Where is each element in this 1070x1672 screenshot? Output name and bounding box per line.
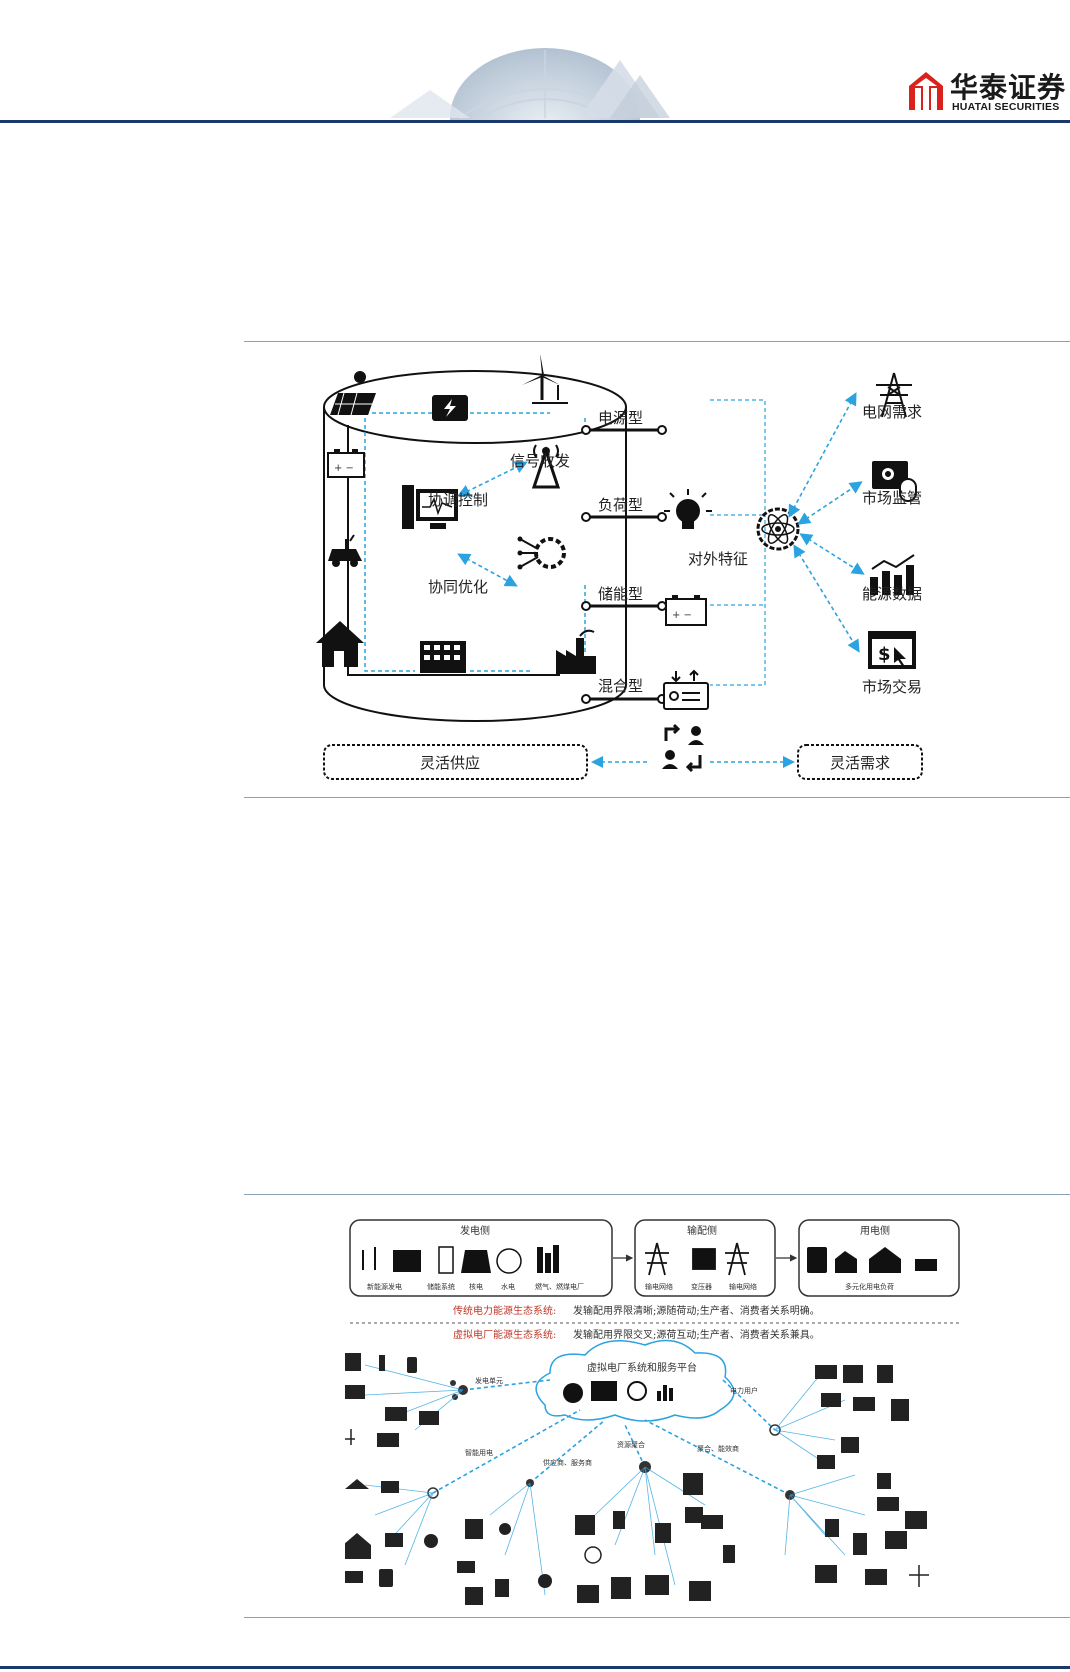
gen-item-0: 新能源发电: [367, 1282, 402, 1291]
battery-charge-icon: [432, 395, 468, 421]
atom-gear-icon: [756, 507, 800, 551]
link-aggregator: 聚合、能效商: [697, 1444, 739, 1453]
gen-item-4: 燃气、燃煤电厂: [535, 1282, 584, 1291]
type-hybrid: 混合型: [598, 677, 643, 695]
building-icon: [420, 641, 466, 673]
type-load: 负荷型: [598, 496, 643, 514]
link-smart-use: 智能用电: [465, 1448, 493, 1457]
header-rule: [0, 120, 1070, 123]
trans-item-0: 输电网络: [645, 1282, 673, 1291]
output-market-regulation: 市场监管: [862, 489, 922, 507]
signal-label: 信号收发: [510, 452, 570, 470]
brand-name-en: HUATAI SECURITIES: [952, 101, 1060, 113]
platform-icons: [563, 1381, 673, 1403]
figure2-bottom-rule: [244, 1617, 1070, 1618]
figure2-ecosystem-diagram: 发电侧 输配侧 用电侧 新能源发电 储能系统 核电 水电 燃气、燃煤电厂 输电网…: [345, 1219, 960, 1605]
link-aggregation: 资源聚合: [617, 1440, 645, 1449]
figure1-vpp-diagram: + − 信号收发 协调控制 协同优化: [316, 355, 923, 780]
svg-text:$: $: [878, 644, 891, 665]
type-power: 电源型: [598, 409, 643, 427]
storage-battery-icon: + −: [665, 595, 707, 626]
brand-logo: [907, 70, 945, 112]
output-grid-demand: 电网需求: [862, 403, 922, 421]
gen-icons: [362, 1245, 559, 1274]
wind-turbine-icon: [522, 355, 568, 404]
link-supplier: 供应商、服务商: [543, 1458, 592, 1467]
flex-demand-label: 灵活需求: [830, 754, 890, 772]
ev-car-icon: [328, 534, 362, 567]
vpp-text: 发输配用界限交叉;源荷互动;生产者、消费者关系兼具。: [573, 1328, 820, 1341]
solar-panel-icon: [330, 371, 376, 416]
use-side-title: 用电侧: [860, 1224, 890, 1237]
external-feature-label: 对外特征: [688, 550, 748, 568]
trans-item-2: 输电网络: [729, 1282, 757, 1291]
traditional-text: 发输配用界限清晰;源随荷动;生产者、消费者关系明确。: [573, 1304, 820, 1317]
trans-icons: [645, 1242, 749, 1276]
signal-tower-icon: [531, 444, 561, 489]
bar-chart-icon: [870, 554, 915, 595]
gen-item-3: 水电: [501, 1282, 515, 1291]
footer-rule: [0, 1666, 1070, 1669]
lightbulb-icon: [664, 489, 712, 529]
flex-supply-label: 灵活供应: [420, 754, 480, 772]
trans-side-title: 输配侧: [687, 1224, 717, 1237]
gen-item-1: 储能系统: [427, 1282, 455, 1291]
vpp-label: 虚拟电厂能源生态系统:: [453, 1328, 556, 1341]
link-gen-unit: 发电单元: [475, 1376, 503, 1385]
battery-icon: + −: [327, 449, 365, 478]
use-icons: [807, 1247, 937, 1273]
svg-text:+ −: + −: [334, 463, 354, 474]
market-monitor-icon: [872, 461, 917, 502]
link-power-user: 电力用户: [730, 1386, 758, 1395]
brand-name-cn: 华泰证券: [950, 71, 1067, 104]
trans-item-1: 变压器: [691, 1282, 712, 1291]
gen-item-2: 核电: [469, 1282, 483, 1291]
house-icon: [316, 621, 364, 667]
svg-text:+ −: + −: [672, 610, 692, 621]
use-item-0: 多元化用电负荷: [845, 1282, 894, 1291]
monitor-control-icon: [402, 485, 458, 529]
coop-opt-label: 协同优化: [428, 578, 488, 596]
user-exchange-icon: [662, 723, 704, 773]
header-globe-decoration: [380, 40, 710, 188]
output-market-trade: 市场交易: [862, 678, 922, 696]
figure2-top-rule: [244, 1194, 1070, 1195]
type-storage: 储能型: [598, 585, 643, 603]
device-icons: [345, 1353, 929, 1605]
gen-side-title: 发电侧: [460, 1224, 490, 1237]
power-tower-icon: [876, 372, 912, 418]
figure1-bottom-rule: [244, 797, 1070, 798]
coord-control-label: 协调控制: [428, 491, 488, 509]
platform-label: 虚拟电厂系统和服务平台: [587, 1361, 697, 1374]
traditional-label: 传统电力能源生态系统:: [453, 1304, 556, 1317]
output-energy-data: 能源数据: [862, 585, 922, 603]
market-trade-icon: $: [868, 631, 916, 669]
figure1-top-rule: [244, 341, 1070, 342]
gear-network-icon: [517, 536, 566, 570]
hybrid-meter-icon: [663, 669, 709, 710]
factory-icon: [556, 629, 596, 674]
